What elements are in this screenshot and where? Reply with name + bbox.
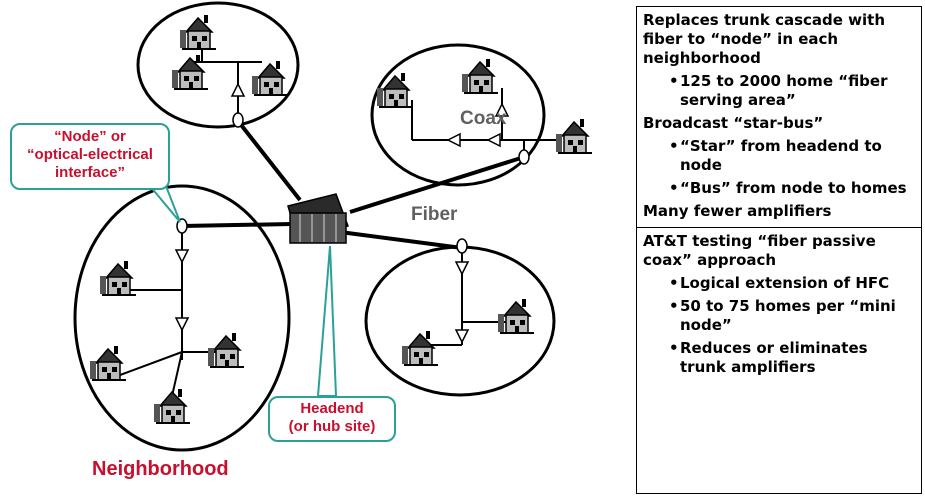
notes-section-att: AT&T testing “fiber passive coax” approa… xyxy=(637,227,921,383)
note-heading: Many fewer amplifiers xyxy=(643,202,832,220)
neighborhood-label: Neighborhood xyxy=(92,458,229,480)
coax-label: Coax xyxy=(460,108,507,129)
note-heading: AT&T testing “fiber passive coax” approa… xyxy=(643,232,876,269)
note-bullet: “Bus” from node to homes xyxy=(661,179,915,198)
amplifier-icon xyxy=(454,261,470,276)
left-coax-bus xyxy=(118,232,225,406)
amplifier-icon xyxy=(230,82,246,97)
node-callout-line-1: “Node” or xyxy=(54,128,126,145)
node-icon xyxy=(176,218,188,234)
headend-building xyxy=(287,193,349,244)
notes-section-hfc: Replaces trunk cascade with fiber to “no… xyxy=(637,7,921,227)
amplifier-icon xyxy=(494,102,510,117)
amplifier-icon xyxy=(446,132,461,148)
node-callout-line-3: interface” xyxy=(54,164,126,181)
node-icon xyxy=(518,149,530,165)
hfc-network-diagram: “Node” or “optical-electrical interface”… xyxy=(10,1,593,480)
amplifier-icon xyxy=(174,249,190,264)
fiber-links xyxy=(181,119,525,250)
note-bullet: Logical extension of HFC xyxy=(661,274,915,293)
amplifier-icon xyxy=(174,317,190,332)
headend-callout: Headend (or hub site) xyxy=(268,396,396,442)
node-icon xyxy=(456,238,468,254)
amplifier-icon xyxy=(454,329,470,344)
neighborhood-left-ellipse xyxy=(73,184,291,452)
note-bullet: 125 to 2000 home “fiber serving area” xyxy=(661,72,915,110)
neighborhood-top-ellipse xyxy=(136,1,300,129)
note-heading: Replaces trunk cascade with fiber to “no… xyxy=(643,11,885,67)
note-heading: Broadcast “star-bus” xyxy=(643,114,824,132)
diagram-canvas xyxy=(73,1,593,452)
headend-line-2: (or hub site) xyxy=(288,418,376,435)
neighborhood-right-ellipse xyxy=(370,43,546,187)
node-callout: “Node” or “optical-electrical interface” xyxy=(10,123,170,190)
headend-callout-pointer xyxy=(316,245,338,397)
note-bullet: “Star” from headend to node xyxy=(661,137,915,175)
fiber-label: Fiber xyxy=(411,204,458,225)
headend-line-1: Headend xyxy=(300,400,364,417)
amplifier-icon xyxy=(486,132,501,148)
notes-panel: Replaces trunk cascade with fiber to “no… xyxy=(636,6,922,494)
node-callout-line-2: “optical-electrical xyxy=(27,146,153,163)
note-bullet: Reduces or eliminates trunk amplifiers xyxy=(661,339,915,377)
node-icon xyxy=(232,112,244,128)
node-callout-pointer xyxy=(147,185,181,223)
note-bullet: 50 to 75 homes per “mini node” xyxy=(661,297,915,335)
